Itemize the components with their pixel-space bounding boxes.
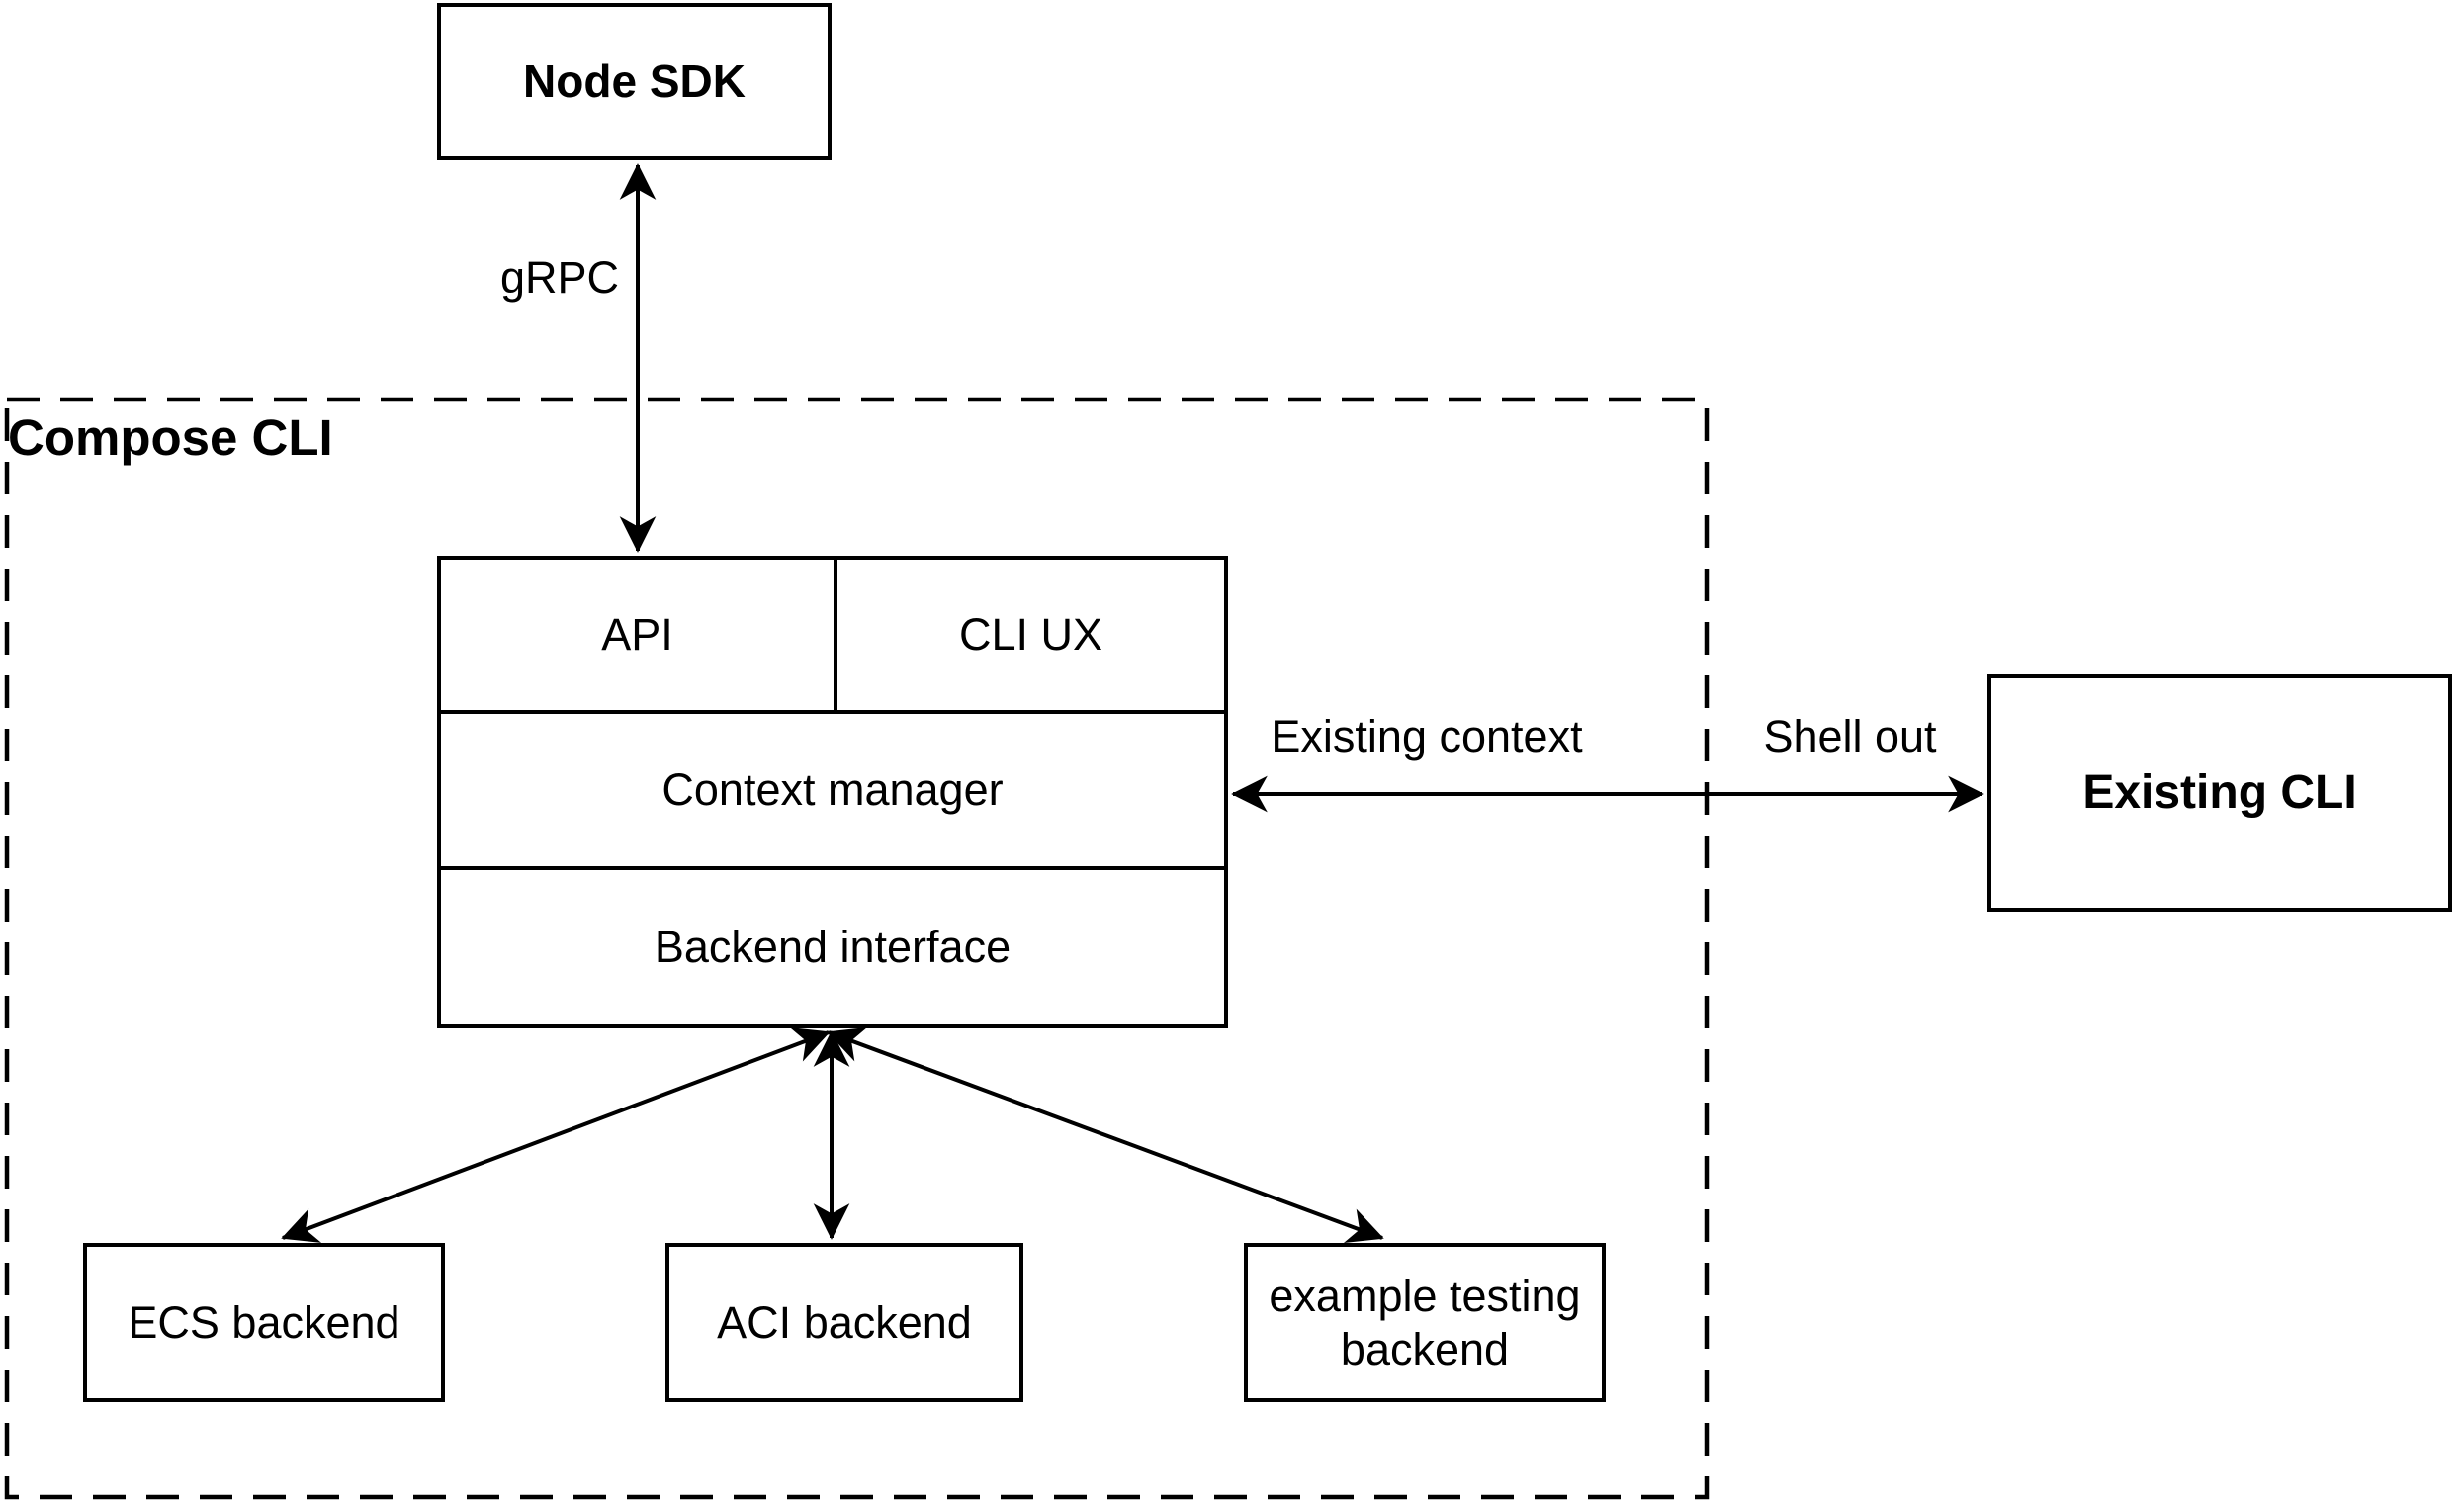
aci-backend-label: ACI backend bbox=[717, 1296, 972, 1348]
existing-cli-label: Existing CLI bbox=[2082, 766, 2357, 820]
cli-ux-cell: CLI UX bbox=[837, 560, 1224, 710]
example-testing-edge bbox=[827, 1026, 1384, 1244]
ecs-edge bbox=[281, 1027, 831, 1243]
aci-backend-box: ACI backend bbox=[665, 1243, 1023, 1402]
backend-interface-label: Backend interface bbox=[654, 922, 1012, 972]
context-manager-cell: Context manager bbox=[441, 714, 1224, 870]
existing-context-edge-label: Existing context bbox=[1271, 711, 1583, 761]
compose-cli-group-border bbox=[4, 397, 1710, 1500]
stack-row-top: API CLI UX bbox=[441, 560, 1224, 714]
compose-cli-stack-box: API CLI UX Context manager Backend inter… bbox=[437, 556, 1228, 1028]
node-sdk-label: Node SDK bbox=[523, 54, 746, 107]
ecs-backend-box: ECS backend bbox=[83, 1243, 445, 1402]
ecs-backend-label: ECS backend bbox=[128, 1296, 400, 1348]
node-sdk-box: Node SDK bbox=[437, 3, 832, 160]
compose-cli-group-label: Compose CLI bbox=[8, 409, 333, 466]
shell-out-edge-label: Shell out bbox=[1763, 711, 1937, 761]
backend-interface-cell: Backend interface bbox=[441, 870, 1224, 1024]
cli-ux-label: CLI UX bbox=[958, 609, 1103, 660]
grpc-edge-label: gRPC bbox=[499, 252, 619, 303]
api-cell: API bbox=[441, 560, 837, 710]
existing-cli-box: Existing CLI bbox=[1987, 674, 2452, 912]
example-testing-backend-box: example testing backend bbox=[1244, 1243, 1606, 1402]
example-testing-backend-label: example testing backend bbox=[1269, 1270, 1581, 1374]
api-label: API bbox=[601, 609, 673, 660]
context-manager-label: Context manager bbox=[661, 764, 1004, 815]
